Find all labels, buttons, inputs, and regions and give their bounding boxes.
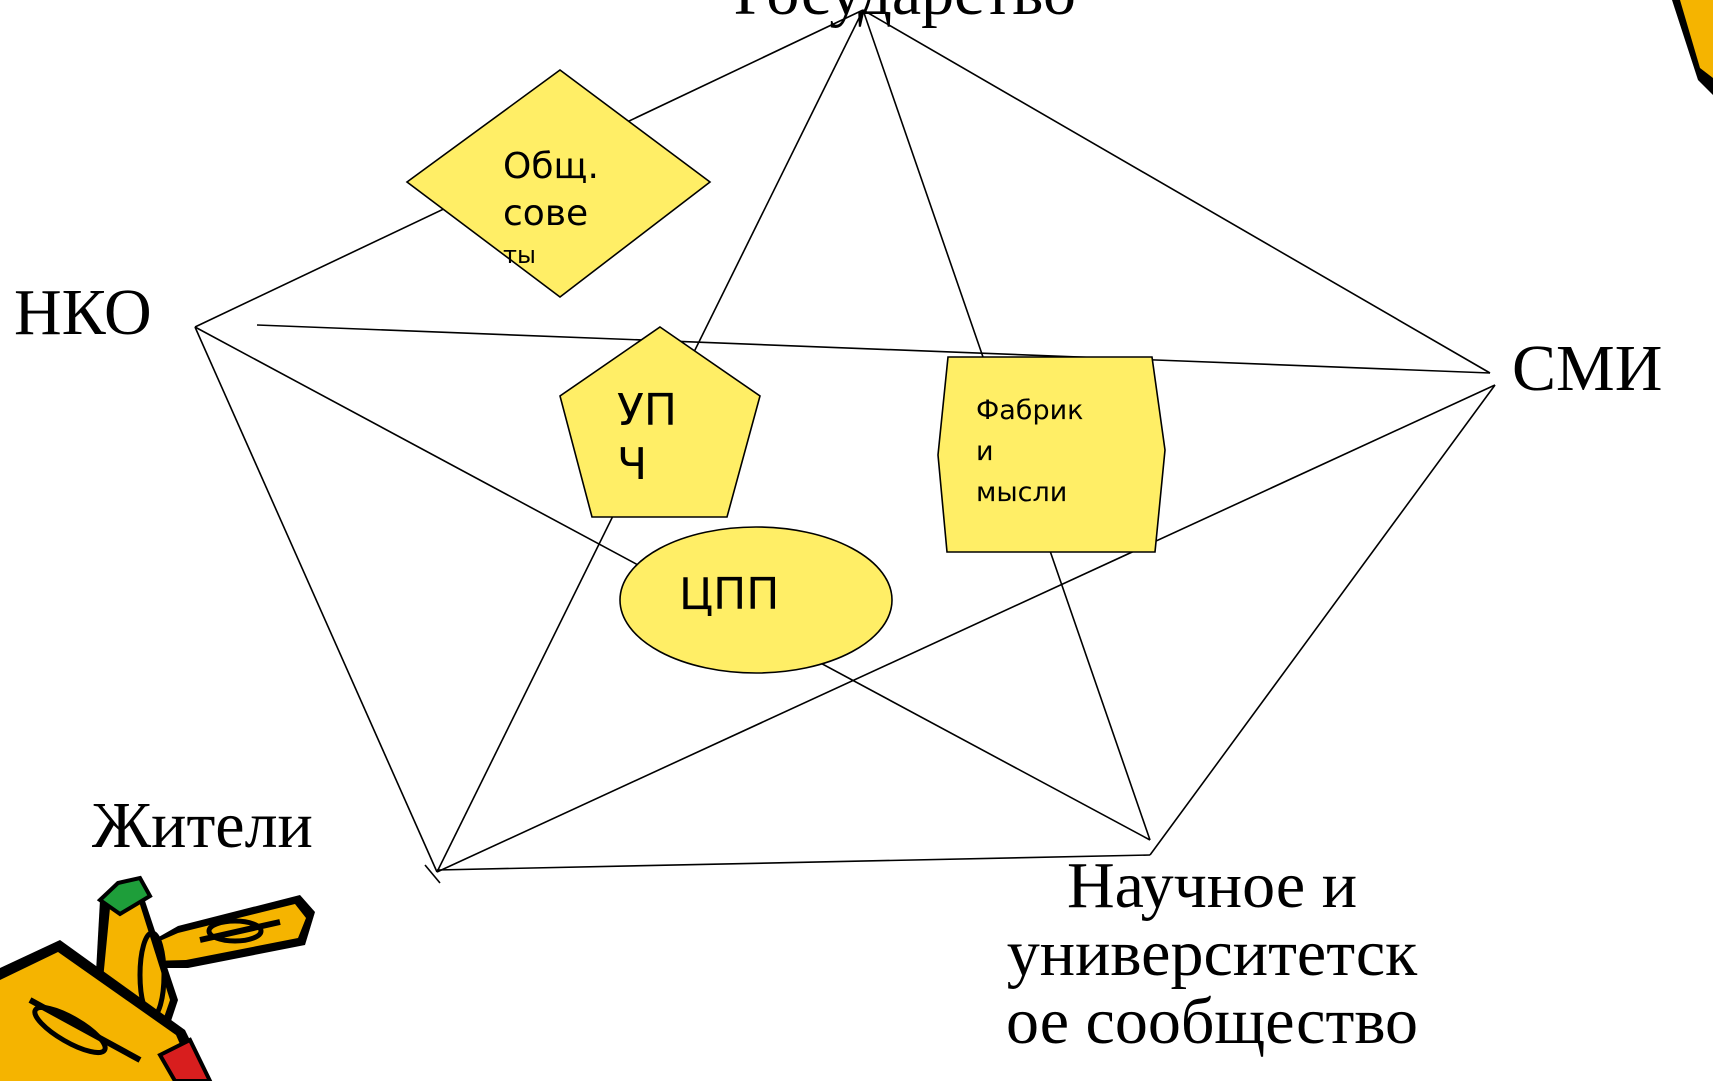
science-label-line-2: университетск — [1006, 917, 1418, 990]
top-node-label: Государство — [734, 0, 1076, 26]
science-label-line-1: Научное и — [1066, 849, 1358, 922]
councils-label-line-1: Общ. — [503, 146, 599, 187]
factories-label-line-3: мысли — [976, 477, 1068, 508]
smi-node-label: СМИ — [1512, 332, 1663, 405]
star-residents-smi — [436, 384, 1496, 873]
science-node-label: Научное и университетск ое сообщество — [952, 852, 1472, 1056]
edge-top-smi — [862, 9, 1491, 374]
science-label-line-3: ое сообщество — [1005, 985, 1419, 1058]
factories-shape — [937, 356, 1166, 553]
councils-diamond-shape — [405, 69, 712, 299]
edge-residents-science — [436, 854, 1151, 871]
edge-nko-residents — [194, 326, 438, 873]
residents-node-label: Жители — [92, 789, 313, 862]
corner-decoration-icon — [1672, 0, 1713, 95]
nko-node-label: НКО — [14, 276, 152, 349]
councils-label-line-3: ты — [503, 241, 536, 269]
upch-label-line-2: Ч — [617, 439, 648, 490]
cpp-ellipse-shape — [619, 526, 893, 674]
edge-smi-science — [1149, 384, 1496, 856]
upch-label: УП Ч — [617, 384, 677, 492]
councils-label-line-2: сове — [503, 193, 589, 234]
cpp-label: ЦПП — [679, 569, 780, 620]
residents-tick — [424, 864, 441, 884]
upch-pentagon-shape — [559, 326, 761, 518]
factories-label: Фабрик и мысли — [976, 390, 1083, 513]
pencils-icon — [0, 875, 315, 1081]
star-nko-smi — [256, 324, 1491, 374]
upch-label-line-1: УП — [617, 385, 677, 436]
factories-label-line-1: Фабрик — [976, 395, 1084, 426]
factories-label-line-2: и — [976, 436, 994, 467]
councils-label: Общ. сове ты — [503, 143, 599, 273]
